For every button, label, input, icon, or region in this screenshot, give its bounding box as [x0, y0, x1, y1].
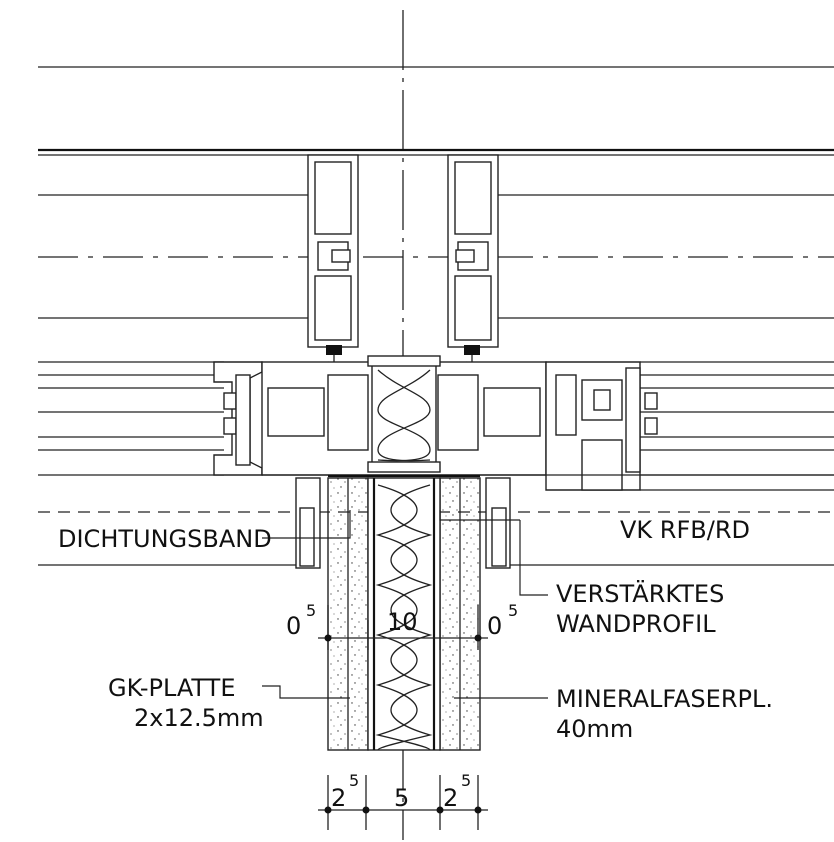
dim-top-right-sup: 5 — [508, 601, 518, 620]
upper-profile-left — [307, 154, 359, 348]
leader-lines — [262, 510, 548, 699]
label-verstaerktes-1: VERSTÄRKTES — [556, 579, 724, 608]
label-mineral-1: MINERALFASERPL. — [556, 685, 773, 713]
door-frame-left — [213, 361, 263, 476]
label-gk-1: GK-PLATTE — [108, 674, 236, 702]
upper-horizontal-lines — [38, 194, 834, 319]
dim-top-center: 10 — [387, 608, 418, 636]
dimension-top — [318, 605, 488, 650]
dim-bottom-right-sup: 5 — [461, 771, 471, 790]
wall-profile-left — [295, 477, 321, 569]
label-vk: VK RFB/RD — [620, 516, 750, 544]
mineral-fibre — [367, 477, 441, 751]
dim-top-right: 0 — [487, 612, 502, 640]
label-verstaerktes-2: WANDPROFIL — [556, 610, 716, 638]
dim-bottom-left-sup: 5 — [349, 771, 359, 790]
label-gk-2: 2x12.5mm — [134, 704, 264, 732]
upper-profile-right — [447, 154, 499, 348]
wall-profile-right — [485, 477, 511, 569]
label-mineral-2: 40mm — [556, 715, 633, 743]
label-dichtungsband: DICHTUNGSBAND — [58, 525, 272, 553]
dim-top-left-sup: 5 — [306, 601, 316, 620]
dim-bottom-center: 5 — [394, 784, 409, 812]
central-core — [367, 355, 441, 473]
ceiling-lines — [38, 66, 834, 156]
door-frame-right — [545, 361, 658, 491]
dim-bottom-left: 2 — [331, 784, 346, 812]
dim-bottom-right: 2 — [443, 784, 458, 812]
dimension-bottom — [318, 775, 488, 830]
dim-top-left: 0 — [286, 612, 301, 640]
